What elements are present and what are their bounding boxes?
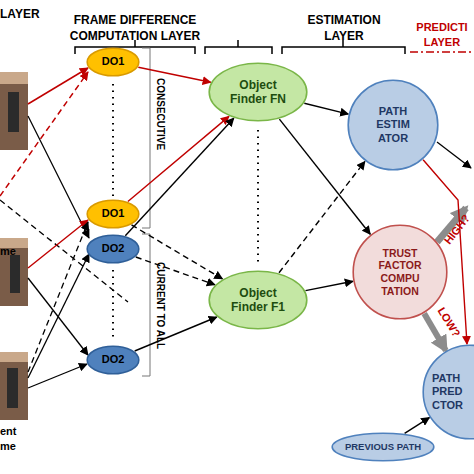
history-ellipse: PREVIOUS PATH bbox=[331, 432, 435, 462]
shape-fill bbox=[348, 80, 438, 170]
shape-fill bbox=[209, 63, 307, 121]
ellipsis-dots bbox=[112, 84, 114, 196]
group-bracket bbox=[142, 48, 150, 228]
node-text: PATH PRED CTOR bbox=[432, 372, 474, 412]
layer-label: ent me bbox=[0, 424, 26, 454]
input-frame bbox=[0, 352, 28, 420]
connector-arrow bbox=[136, 257, 215, 285]
node-text: PATH ESTIM ATOR bbox=[369, 105, 417, 145]
shape-fill bbox=[87, 346, 139, 374]
shape-fill bbox=[87, 235, 139, 263]
layer-label: CURRENT TO ALL bbox=[153, 262, 167, 349]
person-figure bbox=[7, 368, 18, 408]
object-finder: Object Finder FN bbox=[208, 62, 308, 122]
shape-fill bbox=[332, 433, 434, 461]
node-text: Object Finder F1 bbox=[222, 286, 294, 315]
diff-operator: DO2 bbox=[86, 234, 140, 264]
input-frame bbox=[0, 72, 28, 150]
layer-bracket bbox=[205, 40, 272, 54]
object-finder: Object Finder F1 bbox=[208, 270, 308, 330]
node-text: DO2 bbox=[93, 242, 133, 255]
input-arrow bbox=[0, 72, 88, 196]
connector-arrow bbox=[304, 103, 348, 114]
layer-label: PREDICTI LAYER bbox=[410, 20, 474, 50]
trust-circle: TRUST FACTOR COMPU TATION bbox=[352, 224, 448, 320]
shape-fill bbox=[423, 345, 474, 439]
shape-fill bbox=[209, 271, 307, 329]
connector-arrow bbox=[138, 67, 210, 82]
shape-fill bbox=[87, 200, 139, 228]
frame-detail bbox=[0, 72, 28, 84]
input-arrow bbox=[28, 116, 89, 238]
diff-operator: DO1 bbox=[86, 199, 140, 229]
input-frame bbox=[0, 238, 28, 306]
diff-operator: DO1 bbox=[86, 47, 140, 77]
layer-label: CONSECUTIVE bbox=[153, 78, 167, 150]
predictor-circle: PATH PRED CTOR bbox=[422, 344, 474, 440]
node-text: TRUST FACTOR COMPU TATION bbox=[372, 247, 428, 297]
connector-arrow bbox=[279, 161, 365, 272]
shape-fill bbox=[87, 48, 139, 76]
layer-label: ESTIMATION LAYER bbox=[290, 12, 398, 44]
diff-operator: DO2 bbox=[86, 345, 140, 375]
connector-arrow bbox=[405, 418, 430, 434]
input-arrow bbox=[28, 68, 88, 104]
estimator-circle: PATH ESTIM ATOR bbox=[347, 79, 439, 171]
layer-divider bbox=[410, 51, 474, 53]
connector-arrow bbox=[125, 118, 234, 236]
input-arrow bbox=[28, 364, 87, 388]
connector-arrow bbox=[132, 225, 223, 279]
person-figure bbox=[10, 255, 20, 293]
output-arrow bbox=[437, 142, 471, 168]
ellipsis-dots bbox=[257, 130, 259, 262]
input-arrow bbox=[28, 254, 89, 378]
node-text: DO1 bbox=[93, 55, 133, 68]
node-text: Object Finder FN bbox=[222, 78, 294, 107]
ellipsis-dots bbox=[112, 270, 114, 340]
connector-arrow bbox=[306, 281, 353, 290]
edge-label: LOW? bbox=[436, 305, 463, 339]
node-text: PREVIOUS PATH bbox=[337, 441, 429, 452]
group-bracket bbox=[142, 234, 150, 376]
person-figure bbox=[8, 92, 19, 132]
shape-fill bbox=[353, 225, 447, 319]
input-arrow bbox=[28, 222, 88, 372]
layer-label: FRAME DIFFERENCE COMPUTATION LAYER bbox=[52, 12, 218, 44]
layer-label: me bbox=[0, 244, 28, 259]
input-arrow bbox=[28, 220, 88, 268]
connector-arrow bbox=[128, 116, 229, 201]
connector-arrow bbox=[135, 317, 217, 351]
frame-detail bbox=[0, 352, 28, 362]
node-text: DO2 bbox=[93, 353, 133, 366]
node-text: DO1 bbox=[93, 207, 133, 220]
layer-label: LAYER bbox=[0, 6, 44, 22]
